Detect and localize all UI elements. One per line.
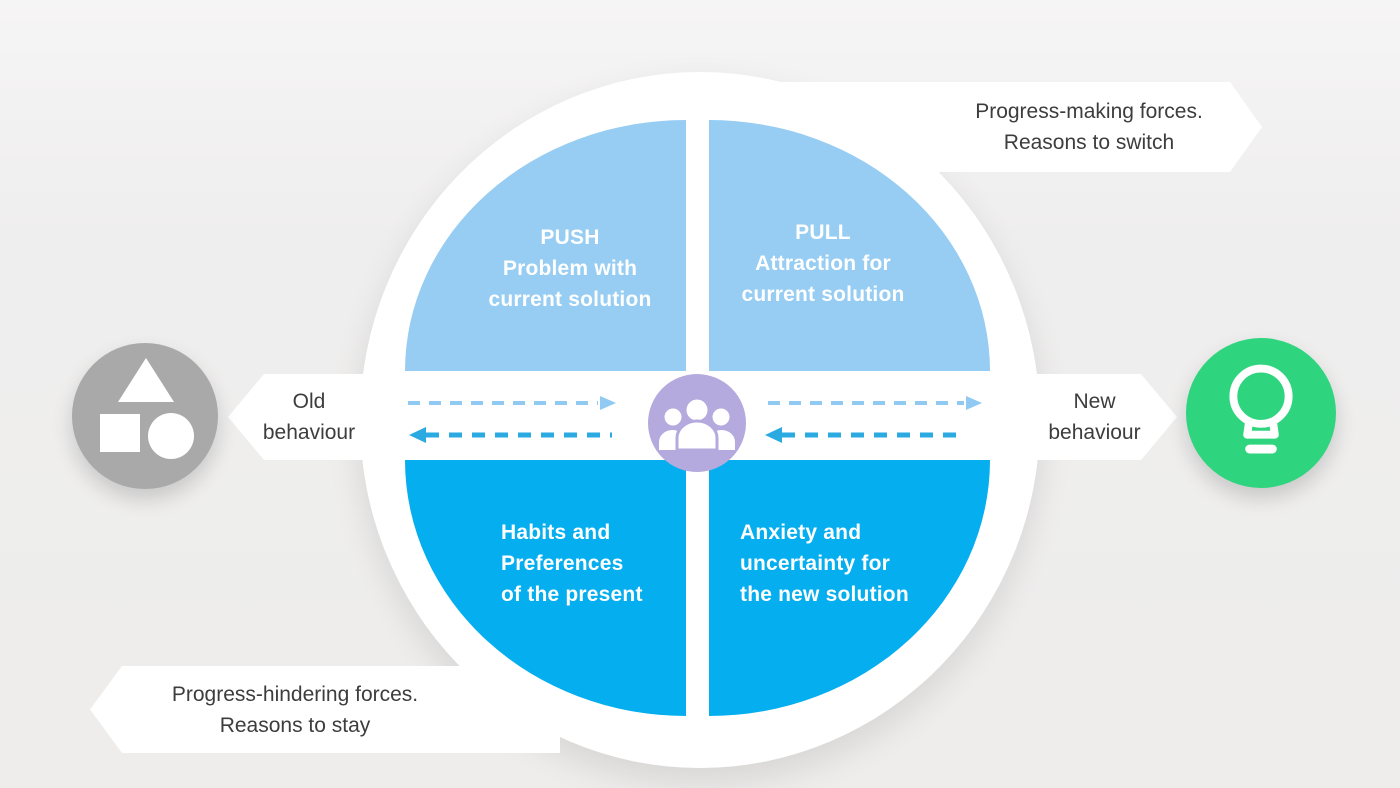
new-behaviour-line1: New <box>1073 390 1116 413</box>
quadrant-label-anxiety: Anxiety and uncertainty for the new solu… <box>740 517 909 610</box>
lightbulb-icon <box>1229 364 1293 454</box>
old-behaviour-circle <box>72 343 218 489</box>
progress-hindering-banner: Progress-hindering forces. Reasons to st… <box>90 666 560 753</box>
habits-line1: Habits and <box>501 521 611 544</box>
quadrant-label-push: PUSH Problem with current solution <box>450 222 690 315</box>
pull-line3: current solution <box>741 283 905 306</box>
progress-hindering-line1: Progress-hindering forces. <box>171 682 419 706</box>
anxiety-dashed-arrow-left <box>765 427 966 443</box>
old-behaviour-line1: Old <box>292 390 326 413</box>
old-behaviour-line2: behaviour <box>262 421 356 444</box>
people-group-icon <box>659 396 735 452</box>
push-line2: Problem with <box>502 257 638 280</box>
habit-dashed-arrow-left <box>409 427 612 443</box>
old-behaviour-band: Old behaviour <box>228 374 520 460</box>
progress-hindering-line2: Reasons to stay <box>219 713 371 737</box>
habits-line2: Preferences <box>501 552 624 575</box>
new-behaviour-band: New behaviour <box>1000 374 1177 460</box>
push-line1: PUSH <box>540 226 600 249</box>
anxiety-line3: the new solution <box>740 583 909 606</box>
quadrant-label-pull: PULL Attraction for current solution <box>703 217 943 310</box>
new-behaviour-circle <box>1186 338 1336 488</box>
progress-making-line1: Progress-making forces. <box>975 100 1203 123</box>
anxiety-line2: uncertainty for <box>740 552 891 575</box>
quadrant-label-habits: Habits and Preferences of the present <box>501 517 643 610</box>
customer-circle <box>648 374 746 472</box>
pull-dashed-arrow-right <box>768 396 982 410</box>
push-dashed-arrow-right <box>408 396 616 410</box>
geometric-shapes-icon <box>100 358 194 459</box>
progress-making-line2: Reasons to switch <box>1003 131 1175 154</box>
new-behaviour-line2: behaviour <box>1048 421 1141 444</box>
force-arrows <box>408 396 982 443</box>
habits-line3: of the present <box>501 583 643 606</box>
anxiety-line1: Anxiety and <box>740 521 862 544</box>
push-line3: current solution <box>488 288 652 311</box>
pull-line2: Attraction for <box>755 252 891 275</box>
pull-line1: PULL <box>795 221 851 244</box>
